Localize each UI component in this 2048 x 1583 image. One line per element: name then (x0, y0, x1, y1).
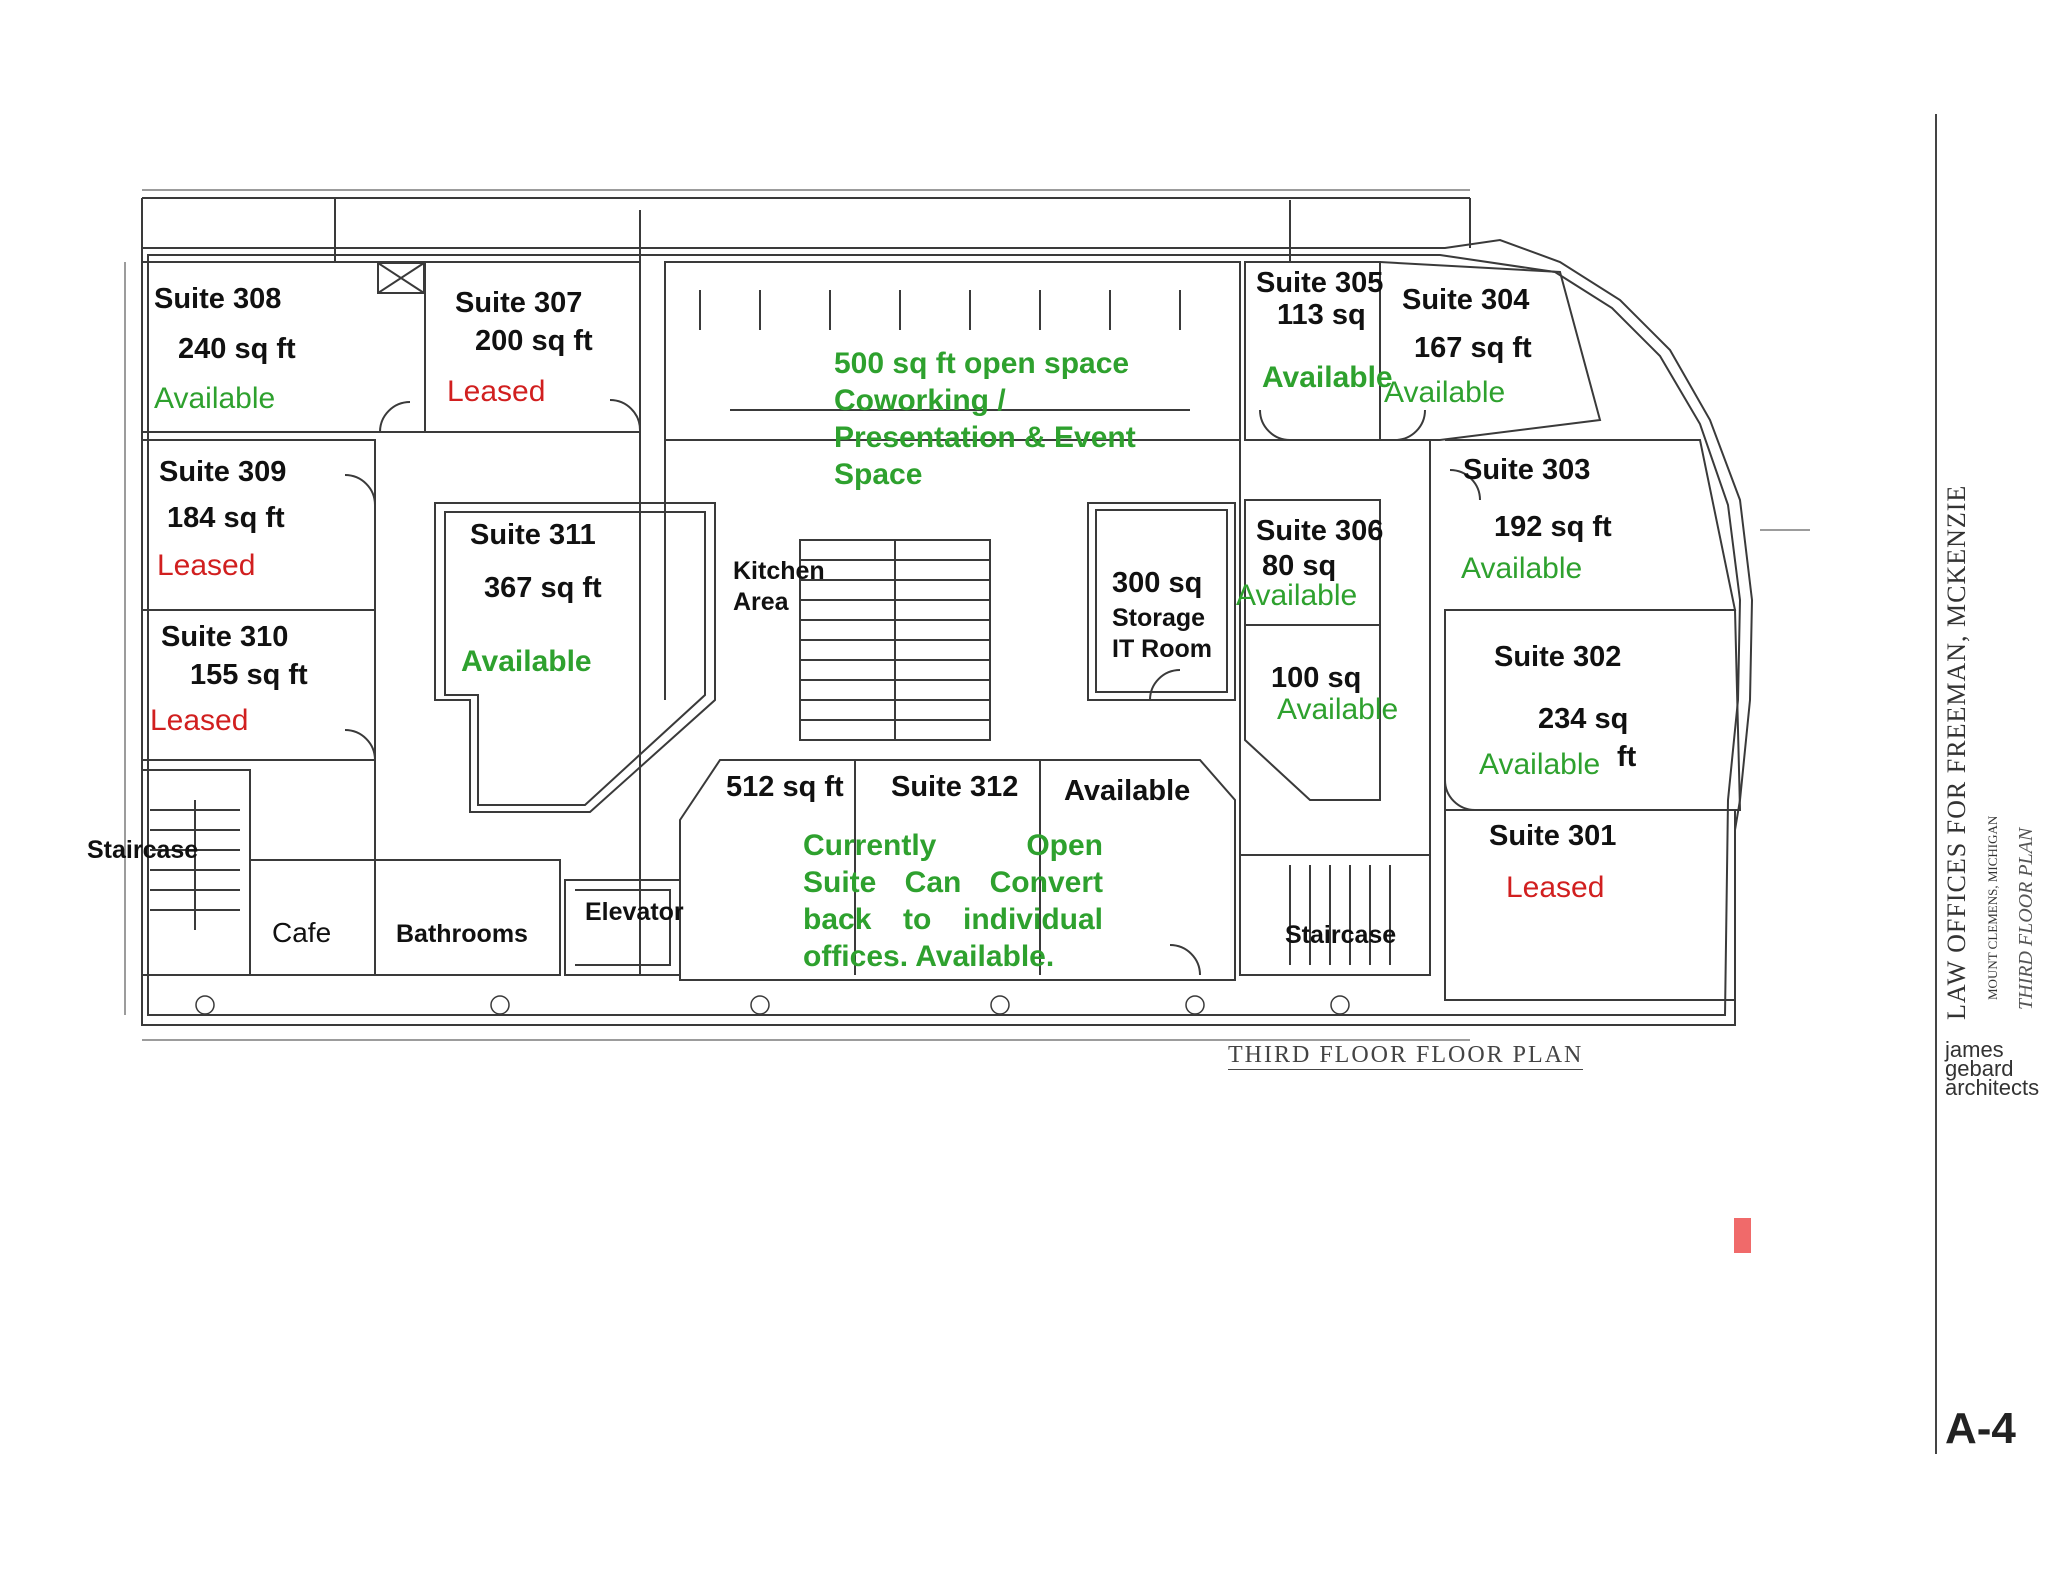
architect-line: gebard (1945, 1056, 2014, 1081)
suite-308-name: Suite 308 (154, 283, 282, 315)
suite-307-area: 200 sq ft (475, 325, 593, 357)
kitchen-label-line2: Area (733, 588, 789, 616)
suite-308-area: 240 sq ft (178, 333, 296, 365)
suite-304-area: 167 sq ft (1414, 332, 1532, 364)
suite-301-status: Leased (1506, 871, 1605, 904)
suite-311-status: Available (461, 645, 592, 678)
storage-area: 300 sq (1112, 567, 1203, 599)
unit-100-status: Available (1277, 693, 1399, 726)
coworking-space-description: 500 sq ft open space Coworking / Present… (834, 347, 1136, 491)
title-block-project: LAW OFFICES FOR FREEMAN, MCKENZIE (1942, 484, 1971, 1020)
bathrooms-label: Bathrooms (396, 920, 528, 948)
corridor-lines (141, 262, 1431, 1015)
suite-310-status: Leased (150, 704, 249, 737)
sheet-number: A-4 (1945, 1404, 2016, 1453)
title-block-sheet-title: THIRD FLOOR PLAN (2015, 827, 2037, 1010)
unit-100-area: 100 sq (1271, 662, 1362, 694)
suite-301-name: Suite 301 (1489, 820, 1617, 852)
title-block-location: MOUNT CLEMENS, MICHIGAN (1985, 815, 2000, 1000)
kitchen-label-line1: Kitchen (733, 557, 825, 585)
title-block (1935, 114, 2047, 1454)
suite-307-status: Leased (447, 375, 546, 408)
wall-storage (1087, 502, 1236, 701)
red-marker (1734, 1218, 1751, 1253)
suite-312-name: Suite 312 (891, 771, 1019, 803)
architect-line: architects (1945, 1075, 2040, 1100)
architect-line: james (1945, 1037, 2004, 1062)
coworking-partitions (699, 290, 1190, 411)
wall-unit-100 (1244, 624, 1381, 801)
column-marker (195, 995, 215, 1015)
wall-cafe (250, 859, 376, 976)
column-marker (990, 995, 1010, 1015)
door-swings (344, 399, 1481, 976)
suite-309-area: 184 sq ft (167, 502, 285, 534)
column-marker (1185, 995, 1205, 1015)
wall-suite-302 (1444, 609, 1742, 811)
suite-311-name: Suite 311 (470, 519, 596, 551)
suite-305-area: 113 sq (1277, 299, 1366, 331)
dimension-lines (124, 189, 1810, 1041)
column-marker (490, 995, 510, 1015)
suite-306-status: Available (1236, 579, 1358, 612)
suite-312-status: Available (1064, 775, 1191, 807)
suite-302-name: Suite 302 (1494, 641, 1622, 673)
wall-suite-311 (434, 502, 716, 813)
suite-311-area: 367 sq ft (484, 572, 602, 604)
suite-312-note: Currently Open Suite Can Convert back to… (803, 829, 1103, 973)
suite-306-area: 80 sq (1262, 550, 1337, 582)
suite-309-status: Leased (157, 549, 256, 582)
storage-label: Storage (1112, 604, 1206, 632)
suite-307-name: Suite 307 (455, 287, 583, 319)
column-marker (750, 995, 770, 1015)
wall-staircase-east (1239, 854, 1431, 976)
wall-suite-312 (679, 759, 1236, 981)
architect-logo: james gebard architects (1945, 1037, 2045, 1100)
west-stair-treads (150, 800, 240, 930)
suite-309-name: Suite 309 (159, 456, 287, 488)
wall-suite-304 (1379, 261, 1602, 441)
suite-310-area: 155 sq ft (190, 659, 308, 691)
kitchen-stair (799, 539, 991, 741)
suite-305-status: Available (1262, 361, 1393, 394)
window-cross (377, 262, 425, 294)
wall-suite-311-inner (444, 511, 706, 806)
suite-304-status: Available (1384, 376, 1506, 409)
stair-treads (800, 540, 990, 740)
wall-bathrooms (375, 859, 561, 976)
suite-306-name: Suite 306 (1256, 515, 1384, 547)
wall-elevator (564, 879, 681, 976)
wall-storage-inner (1095, 509, 1228, 693)
east-stair-treads (1289, 865, 1391, 965)
plan-title: THIRD FLOOR FLOOR PLAN (1228, 1042, 1584, 1070)
suite-310-name: Suite 310 (161, 621, 289, 653)
suite-303-name: Suite 303 (1463, 454, 1591, 486)
suite-305-name: Suite 305 (1256, 267, 1384, 299)
it-room-label: IT Room (1112, 635, 1212, 663)
suite-302-area-unit: ft (1617, 741, 1637, 773)
column-marker (1330, 995, 1350, 1015)
suite-303-status: Available (1461, 552, 1583, 585)
suite-308-status: Available (154, 382, 276, 415)
elevator-label: Elevator (585, 898, 684, 926)
suite-304-name: Suite 304 (1402, 284, 1530, 316)
suite-302-area: 234 sq (1538, 703, 1629, 735)
roof-line (141, 197, 1471, 262)
wall-suite-310 (142, 609, 376, 761)
window-unit (377, 262, 425, 294)
suite-303-area: 192 sq ft (1494, 511, 1612, 543)
staircase-west-label: Staircase (87, 836, 199, 864)
wall-suite-301 (1444, 809, 1736, 1001)
suite-312-area: 512 sq ft (726, 771, 844, 803)
cafe-label: Cafe (272, 917, 332, 948)
staircase-east-label: Staircase (1285, 921, 1397, 949)
suite-302-status: Available (1479, 748, 1601, 781)
suite-312-dividers (854, 760, 1041, 975)
wall-suite-308 (141, 261, 426, 433)
wall-staircase-west (142, 769, 251, 976)
